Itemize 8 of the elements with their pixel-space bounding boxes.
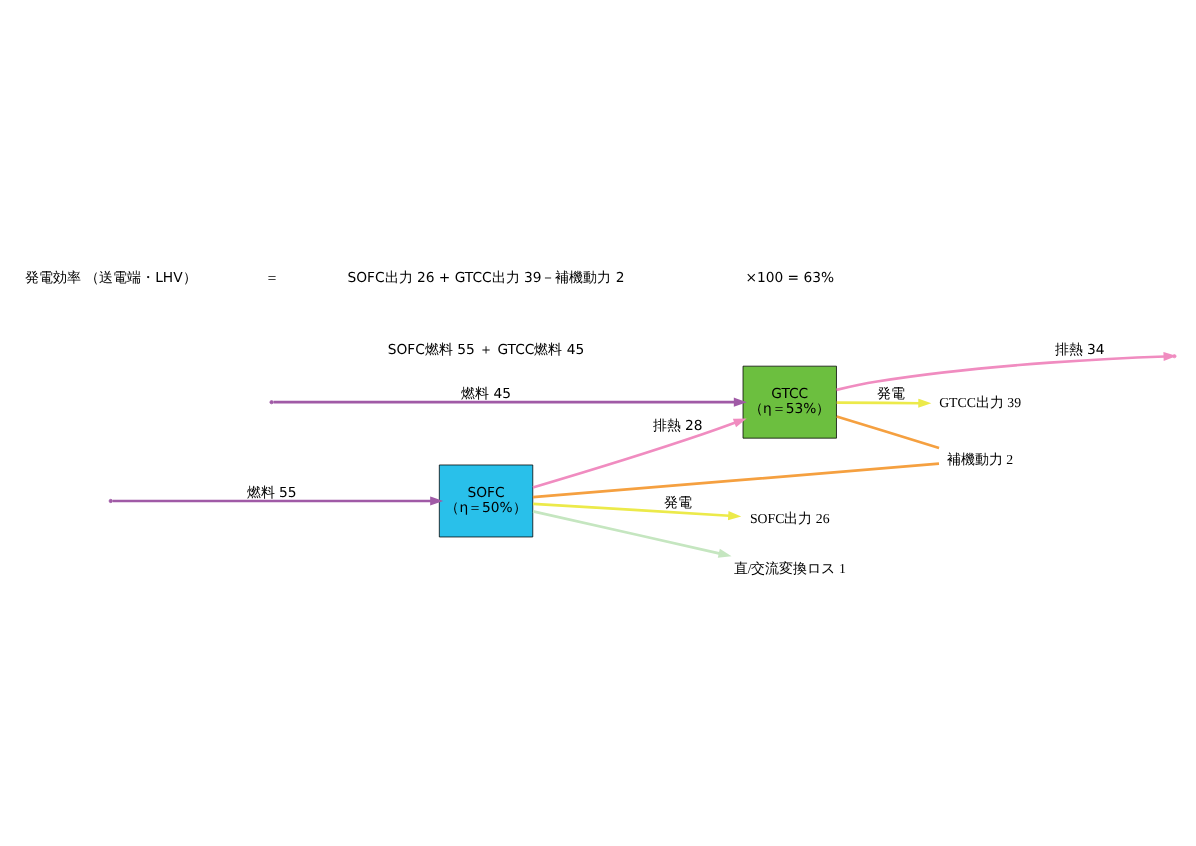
arrow	[112, 495, 444, 505]
arrow	[532, 501, 742, 520]
connector	[532, 461, 940, 498]
arrow	[532, 417, 747, 488]
arrow	[273, 396, 747, 406]
arrow	[532, 509, 732, 557]
arrow	[836, 397, 932, 407]
connector	[836, 414, 940, 449]
